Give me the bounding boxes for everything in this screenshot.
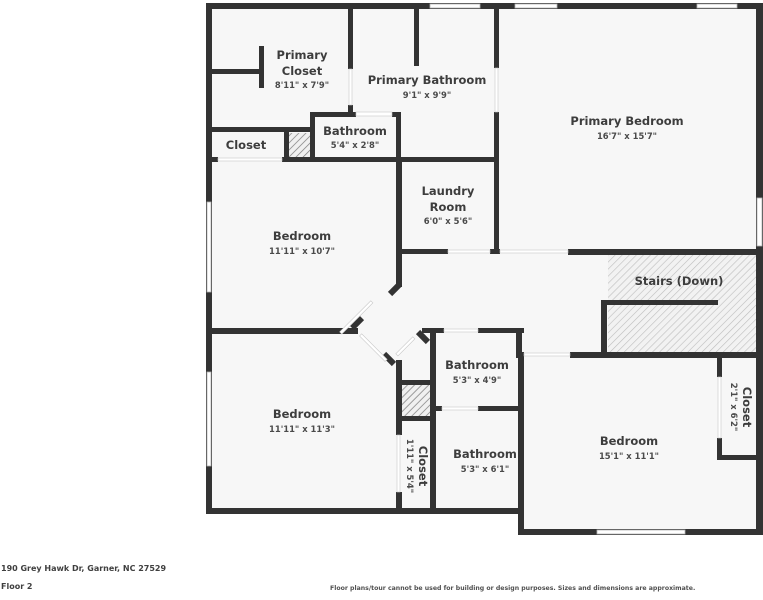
room-name: Primary Bathroom bbox=[368, 73, 487, 87]
room-name: Bathroom bbox=[453, 447, 517, 461]
room-name: Bedroom bbox=[273, 407, 331, 421]
room-closet-upper-left: Closet bbox=[226, 138, 267, 152]
room-dimensions: 11'11" x 10'7" bbox=[269, 246, 335, 256]
room-dimensions: 1'11" x 5'4" bbox=[405, 439, 415, 493]
room-name: Bedroom bbox=[600, 434, 658, 448]
disclaimer-text: Floor plans/tour cannot be used for buil… bbox=[330, 585, 696, 592]
room-name: Closet bbox=[416, 446, 430, 487]
room-bathroom-lower: Bathroom 5'3" x 6'1" bbox=[453, 447, 517, 474]
room-primary-bedroom: Primary Bedroom 16'7" x 15'7" bbox=[570, 114, 683, 141]
room-name: Bathroom bbox=[323, 124, 387, 138]
room-dimensions: 2'1" x 6'2" bbox=[729, 383, 739, 431]
property-address: 190 Grey Hawk Dr, Garner, NC 27529 bbox=[1, 564, 167, 573]
room-bedroom-lower-left: Bedroom 11'11" x 11'3" bbox=[269, 407, 335, 434]
room-name: Closet bbox=[740, 387, 754, 428]
room-name-line1: Laundry bbox=[422, 184, 475, 198]
room-laundry: Laundry Room 6'0" x 5'6" bbox=[422, 184, 475, 226]
shaft-hatch-lower bbox=[401, 384, 431, 418]
room-dimensions: 9'1" x 9'9" bbox=[403, 90, 451, 100]
room-name-line1: Primary bbox=[277, 48, 328, 62]
room-stairs: Stairs (Down) bbox=[635, 274, 724, 288]
room-dimensions: 5'3" x 4'9" bbox=[453, 375, 501, 385]
room-name: Closet bbox=[226, 138, 267, 152]
room-dimensions: 8'11" x 7'9" bbox=[275, 80, 329, 90]
room-name-line2: Closet bbox=[282, 64, 323, 78]
room-name: Primary Bedroom bbox=[570, 114, 683, 128]
room-dimensions: 11'11" x 11'3" bbox=[269, 424, 335, 434]
room-bedroom-upper: Bedroom 11'11" x 10'7" bbox=[269, 229, 335, 256]
room-dimensions: 5'4" x 2'8" bbox=[331, 140, 379, 150]
floor-label: Floor 2 bbox=[1, 582, 33, 591]
room-dimensions: 15'1" x 11'1" bbox=[599, 451, 659, 461]
room-closet-lower: Closet 1'11" x 5'4" bbox=[405, 439, 430, 493]
room-name: Stairs (Down) bbox=[635, 274, 724, 288]
room-name: Bathroom bbox=[445, 358, 509, 372]
room-primary-bathroom: Primary Bathroom 9'1" x 9'9" bbox=[368, 73, 487, 100]
room-name-line2: Room bbox=[430, 200, 467, 214]
room-name: Bedroom bbox=[273, 229, 331, 243]
room-bathroom-small: Bathroom 5'4" x 2'8" bbox=[323, 124, 387, 150]
room-dimensions: 6'0" x 5'6" bbox=[424, 216, 472, 226]
room-bedroom-right: Bedroom 15'1" x 11'1" bbox=[599, 434, 659, 461]
interior-walls bbox=[210, 6, 760, 512]
openings bbox=[217, 67, 722, 493]
room-primary-closet: Primary Closet 8'11" x 7'9" bbox=[275, 48, 329, 90]
room-dimensions: 5'3" x 6'1" bbox=[461, 464, 509, 474]
room-closet-right: Closet 2'1" x 6'2" bbox=[729, 383, 754, 431]
shaft-hatch-upper bbox=[288, 133, 310, 158]
windows bbox=[206, 3, 763, 535]
room-bathroom-mid: Bathroom 5'3" x 4'9" bbox=[445, 358, 509, 385]
room-dimensions: 16'7" x 15'7" bbox=[597, 131, 657, 141]
